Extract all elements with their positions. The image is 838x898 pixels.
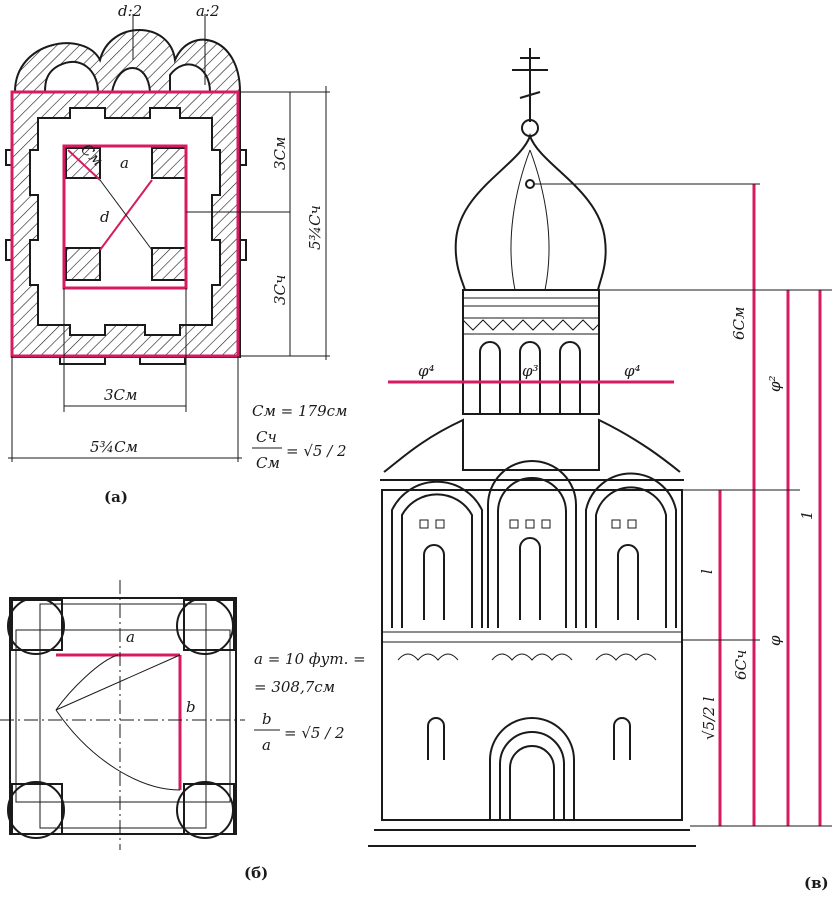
formula-a2: = 308,7см bbox=[254, 678, 335, 696]
plan-b-label-b: b bbox=[186, 698, 196, 716]
caption-a: (а) bbox=[104, 488, 128, 506]
small-squares bbox=[419, 519, 637, 529]
plan-b-label-a: a bbox=[126, 628, 135, 646]
formula-ratio-value: = √5 / 2 bbox=[286, 442, 347, 460]
caption-b: (б) bbox=[244, 864, 268, 882]
lower-windows bbox=[427, 717, 631, 760]
formula-a1: a = 10 фут. = bbox=[254, 650, 366, 668]
elevation-c: φ⁴ φ³ φ⁴ 6Cм φ² 1 l 6Cч φ √5/2 l (в) bbox=[368, 48, 832, 892]
dim-bottom-inner: 3Cм bbox=[104, 386, 137, 404]
plan-a-construction bbox=[8, 14, 330, 462]
facade-zakomaras bbox=[391, 460, 677, 628]
formula-b-value: = √5 / 2 bbox=[284, 724, 345, 742]
label-phi3: φ³ bbox=[522, 362, 539, 380]
label-sqrt5-l: √5/2 l bbox=[700, 697, 718, 740]
label-d-half: d:2 bbox=[118, 2, 142, 20]
formula-ratio-bottom: Cм bbox=[256, 454, 280, 472]
label-one: 1 bbox=[798, 510, 816, 520]
plan-a-pier-se bbox=[151, 247, 187, 281]
label-d-inner: d bbox=[100, 208, 110, 226]
dim-bottom-total: 5¾Cм bbox=[90, 438, 138, 456]
onion-dome bbox=[454, 132, 607, 291]
plan-b-frame bbox=[9, 597, 237, 835]
upper-windows bbox=[423, 537, 639, 620]
formula-b-bottom: a bbox=[262, 736, 271, 754]
formula-b-top: b bbox=[262, 710, 272, 728]
label-phi: φ bbox=[766, 635, 784, 646]
caption-c: (в) bbox=[804, 874, 829, 892]
plan-a-apses bbox=[13, 29, 242, 93]
roof bbox=[383, 418, 681, 473]
dim-right-total: 5¾Cч bbox=[306, 205, 324, 250]
label-6cm: 6Cм bbox=[730, 307, 748, 340]
label-6cch: 6Cч bbox=[732, 650, 750, 680]
plan-a: d:2 a:2 Cм a d 3Cм 3Cч 5¾Cч 3Cм 5¾Cм Cм … bbox=[5, 2, 348, 506]
plan-a-inner-rect bbox=[62, 144, 188, 290]
elevation-extensions bbox=[534, 183, 832, 827]
portal bbox=[489, 717, 575, 820]
plan-a-cm-diagonal bbox=[67, 149, 101, 181]
drum-windows bbox=[479, 341, 581, 414]
plan-a-pilasters bbox=[5, 149, 247, 365]
plan-a-pier-ne bbox=[151, 147, 187, 179]
label-phi2: φ² bbox=[766, 375, 784, 392]
drum bbox=[462, 289, 600, 415]
dim-right-top: 3Cм bbox=[271, 137, 289, 170]
plan-a-outer-rect bbox=[10, 90, 240, 358]
plan-b-columns bbox=[7, 597, 235, 839]
dim-right-bottom: 3Cч bbox=[271, 275, 289, 305]
label-a-half: a:2 bbox=[196, 2, 220, 20]
plan-a-outer-walls bbox=[11, 91, 241, 358]
plan-b: a b a = 10 фут. = = 308,7см b a = √5 / 2… bbox=[0, 580, 366, 882]
cross bbox=[512, 48, 548, 122]
facade bbox=[381, 489, 683, 821]
plan-a-pier-sw bbox=[65, 247, 101, 281]
formula-cm: Cм = 179см bbox=[252, 402, 348, 420]
label-a-inner: a bbox=[120, 154, 129, 172]
formula-ratio-top: Cч bbox=[256, 428, 277, 446]
label-phi4-right: φ⁴ bbox=[624, 362, 641, 380]
label-phi4-left: φ⁴ bbox=[418, 362, 435, 380]
arcade-belt bbox=[382, 631, 682, 661]
label-l: l bbox=[698, 569, 716, 574]
plan-b-construction bbox=[0, 580, 245, 850]
drum-ornament bbox=[462, 297, 600, 335]
